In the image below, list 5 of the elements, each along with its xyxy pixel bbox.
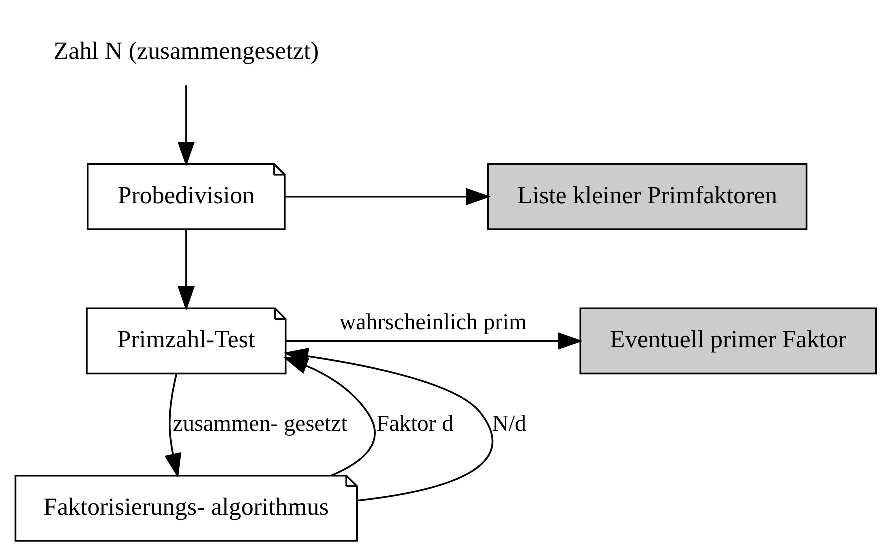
edge-label: Faktor d (376, 410, 454, 436)
edge-label: wahrscheinlich prim (340, 309, 527, 334)
edge-label: N/d (492, 410, 527, 436)
edge-label: zusammen- gesetzt (173, 410, 348, 436)
node-text: Zahl N (zusammengesetzt) (54, 38, 320, 65)
